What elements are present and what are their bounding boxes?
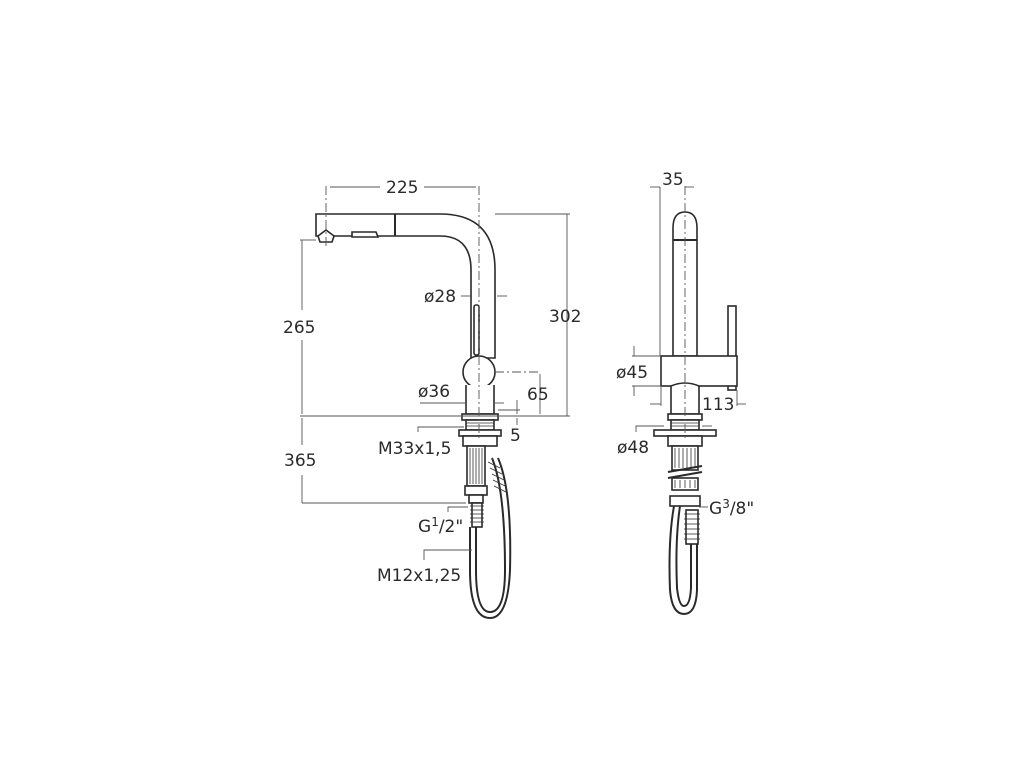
dim-hose-thread: M12x1,25 [377,566,461,586]
dim-inlet-thread: G1/2" [418,515,463,537]
dim-base-offset: 5 [510,426,521,446]
dim-handle-length: 113 [702,395,734,415]
dim-supply-thread: G3/8" [709,497,754,519]
dim-diameter-lower: ø36 [418,382,450,402]
dim-spout-reach: 225 [386,178,418,198]
dim-handle-diameter: ø45 [616,363,648,383]
dim-spout-offset: 35 [662,170,684,190]
front-view: 35 ø45 113 ø48 G3/8" [616,170,754,616]
dim-total-height: 302 [549,307,581,327]
dim-diameter-upper: ø28 [424,287,456,307]
dim-spout-height: 265 [283,318,315,338]
dim-lever-height: 65 [527,385,549,405]
dim-mounting-thread: M33x1,5 [378,439,451,459]
dim-below-counter: 365 [284,451,316,471]
side-view: 225 265 302 ø28 ø36 65 5 365 M33x1,5 G1/… [283,178,581,620]
dim-base-plate-diameter: ø48 [617,438,649,458]
